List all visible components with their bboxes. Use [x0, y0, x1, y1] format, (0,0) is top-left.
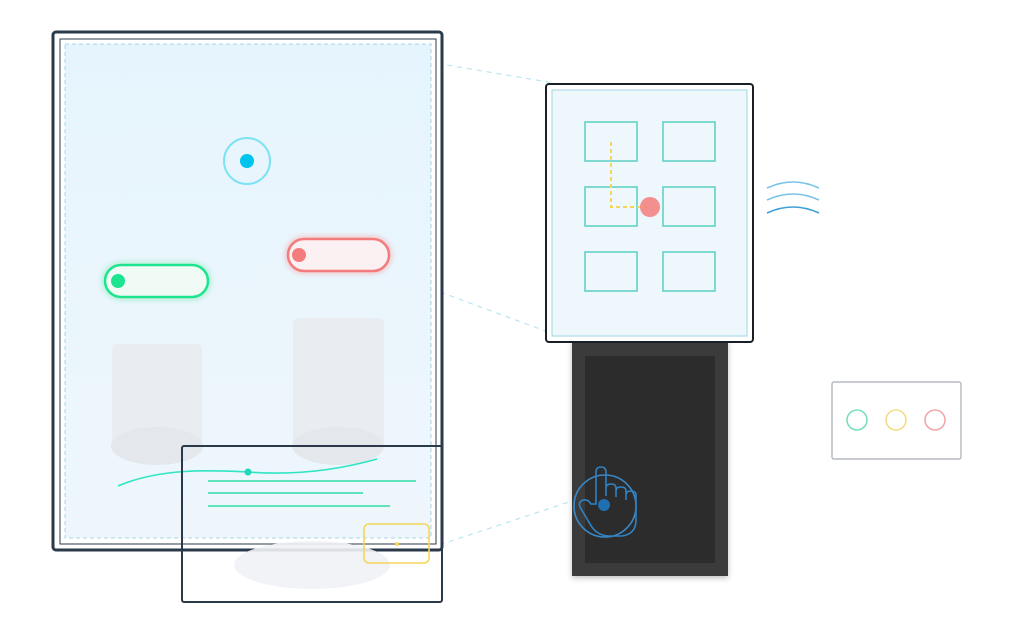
swatch-red[interactable]	[924, 409, 946, 431]
ghost-cylinder-left-base	[111, 427, 203, 465]
yellow-highlight-box[interactable]	[363, 523, 430, 564]
path-indicator	[610, 142, 650, 208]
target-icon[interactable]	[223, 137, 271, 185]
connector-bottom	[429, 494, 591, 549]
color-palette-card	[831, 381, 962, 460]
pointer-dot	[640, 197, 660, 217]
wave-line	[117, 458, 378, 487]
ghost-cylinder-right	[293, 318, 384, 446]
overlay-card	[181, 445, 443, 603]
large-display-panel	[51, 30, 444, 589]
swatch-yellow[interactable]	[885, 409, 907, 431]
tile[interactable]	[662, 186, 716, 227]
red-toggle[interactable]	[286, 237, 391, 273]
green-toggle[interactable]	[103, 263, 210, 299]
tile[interactable]	[662, 251, 716, 292]
ghost-floor-shadow	[234, 541, 390, 589]
tile[interactable]	[584, 121, 638, 162]
connector-mid	[439, 291, 549, 333]
tile[interactable]	[662, 121, 716, 162]
ghost-shapes	[111, 318, 390, 589]
wifi-signal-icon	[766, 181, 820, 214]
device-screen	[585, 356, 715, 563]
wave-point	[244, 468, 252, 476]
handheld-device	[572, 340, 728, 576]
red-toggle-knob	[292, 248, 306, 262]
tile[interactable]	[584, 251, 638, 292]
ghost-cylinder-left	[112, 344, 202, 444]
swatch-green[interactable]	[846, 409, 868, 431]
large-panel-inner-frame	[59, 38, 437, 545]
touch-point	[598, 499, 610, 511]
hand-touch-icon[interactable]	[573, 466, 637, 538]
green-toggle-knob	[111, 274, 125, 288]
small-display-panel	[545, 83, 754, 343]
